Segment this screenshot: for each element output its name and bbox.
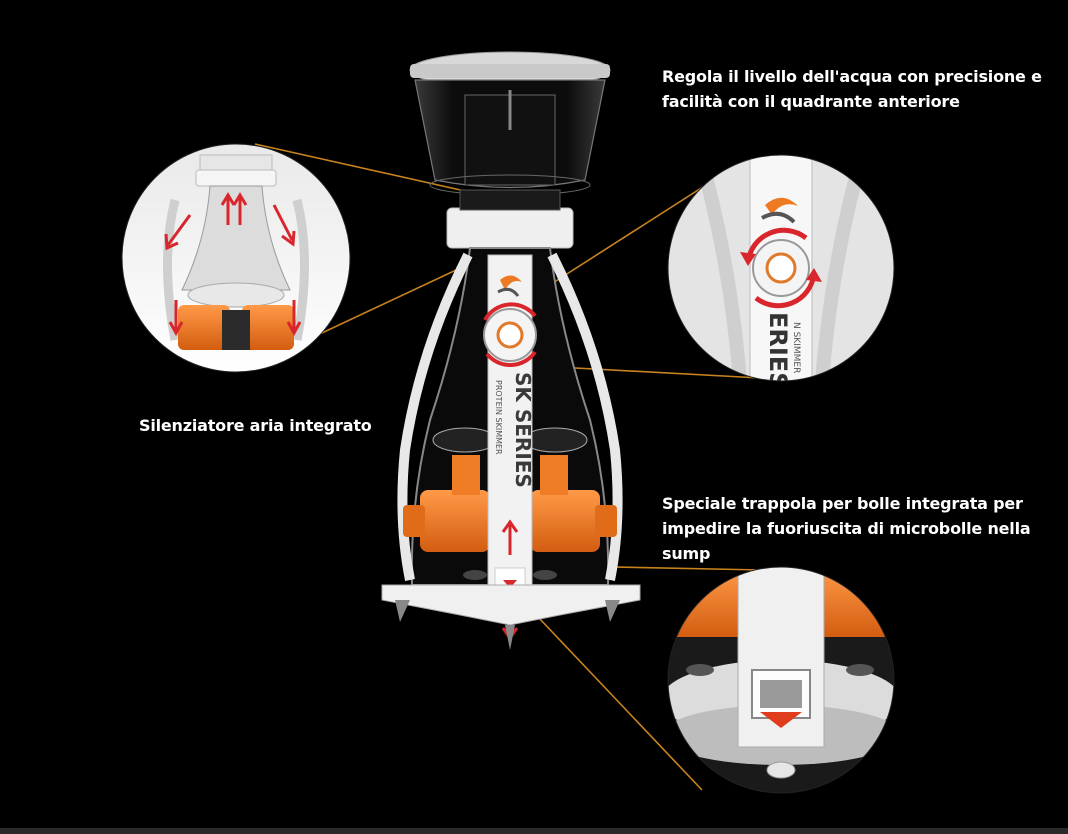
zoom-bubble-trap	[667, 566, 895, 794]
neck-ring	[446, 207, 574, 249]
orange-pumps	[403, 455, 617, 552]
column-subtitle-text: PROTEIN SKIMMER	[494, 380, 503, 455]
water-level-dial	[483, 302, 537, 368]
caption-water-level: Regola il livello dell'acqua con precisi…	[662, 67, 1042, 111]
zoom-dial-series-text: ERIES	[764, 312, 792, 389]
protein-skimmer-product: SK SERIES PROTEIN SKIMMER	[381, 51, 641, 650]
zoom-dial-subtitle-text: N SKIMMER	[791, 322, 801, 373]
zoom-silencer	[121, 143, 351, 373]
zoom-dial: ERIES N SKIMMER	[667, 154, 895, 389]
leader-trap-bottom	[519, 597, 703, 791]
caption-bubble-trap: Speciale trappola per bolle integrata pe…	[662, 494, 1031, 563]
bottom-border	[0, 828, 1068, 834]
column-series-text: SK SERIES	[511, 372, 535, 488]
base-plate	[381, 584, 641, 626]
caption-silencer: Silenziatore aria integrato	[139, 416, 372, 435]
